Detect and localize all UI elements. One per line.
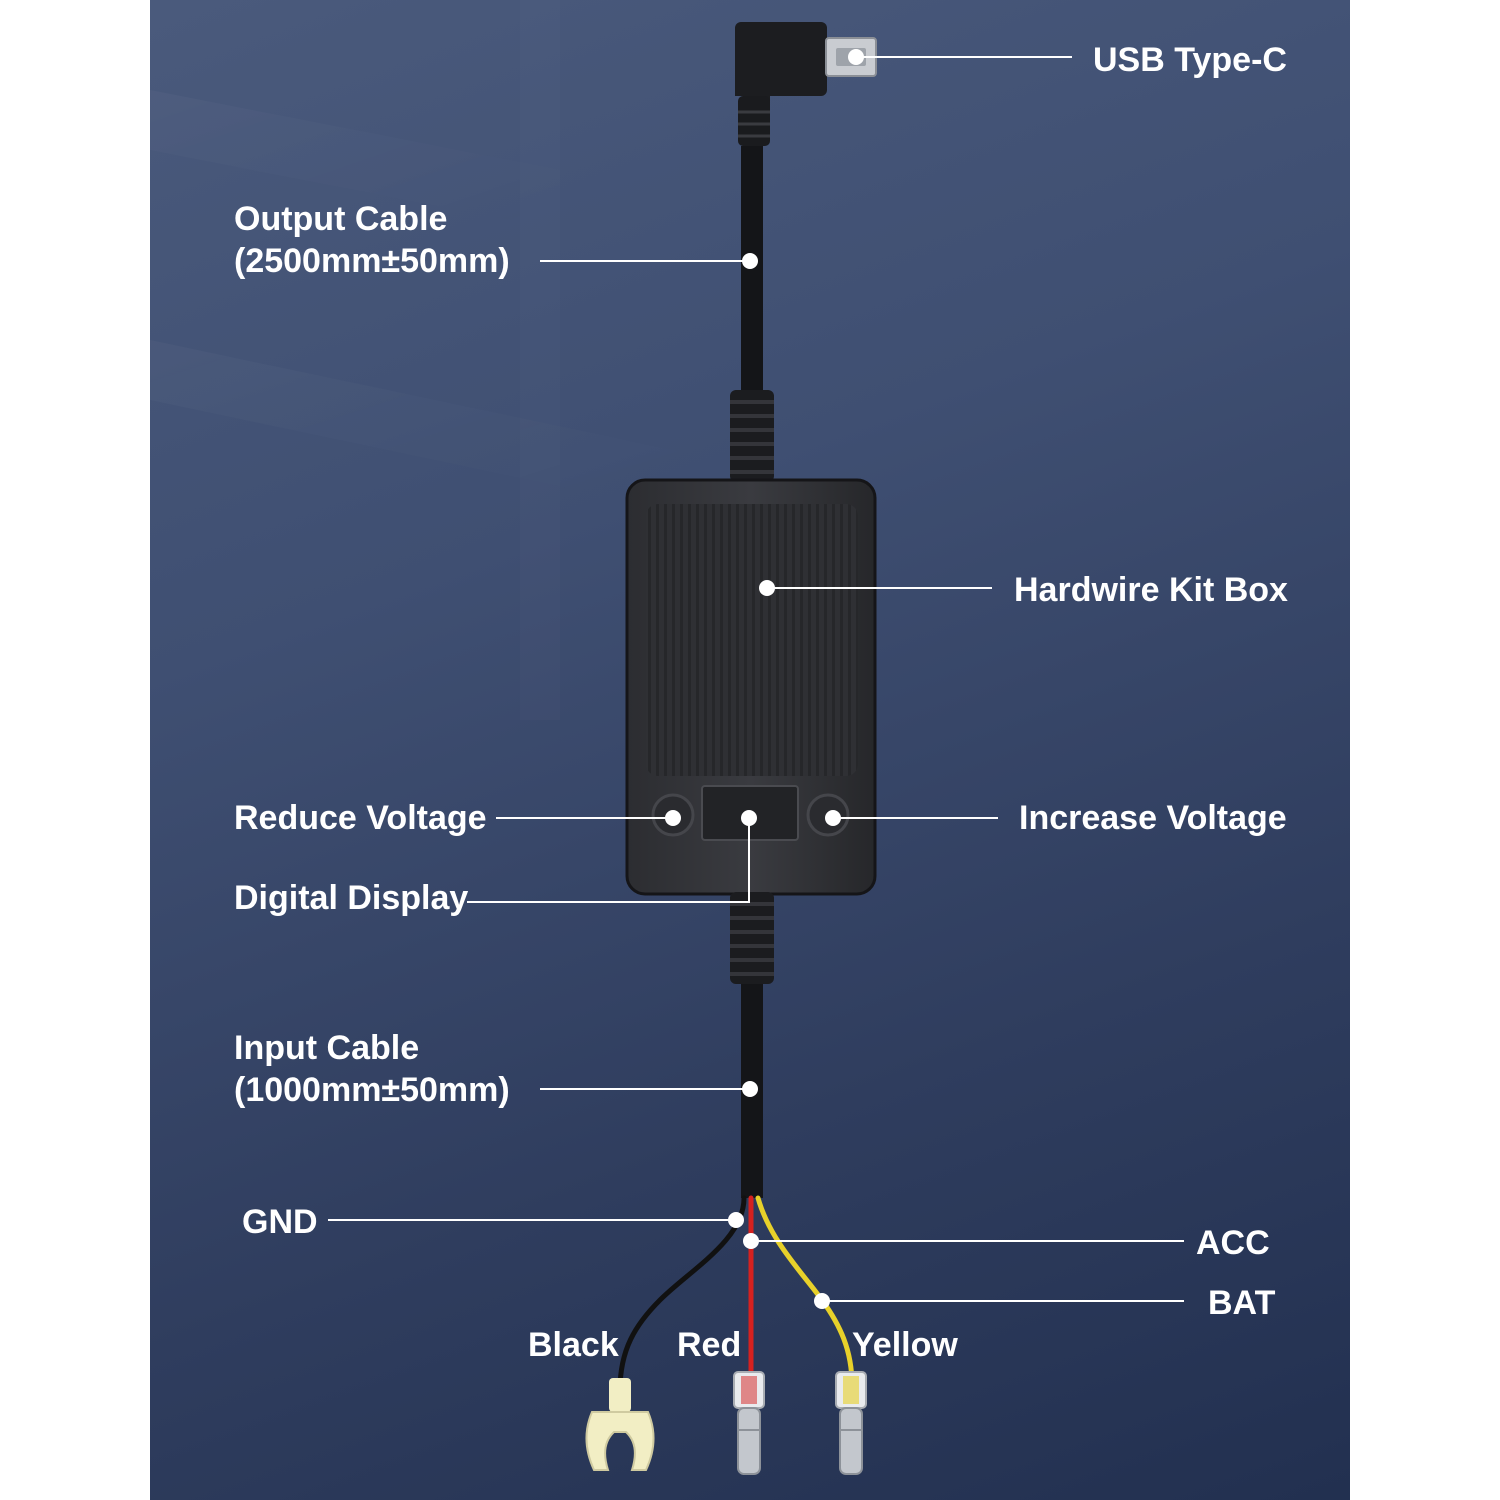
label-input-cable-length: (1000mm±50mm) [234,1071,510,1109]
label-reduce-voltage: Reduce Voltage [234,799,487,837]
usb-c-connector [735,22,877,146]
black-wire [617,1195,747,1393]
hardwire-kit-box [625,478,877,896]
label-bat: BAT [1208,1284,1276,1322]
diagram-stage: USB Type-C Output Cable (2500mm±50mm) Ha… [150,0,1350,1500]
leader-digital-display [467,818,750,903]
dot-input-cable [742,1081,758,1097]
label-gnd: GND [242,1203,318,1241]
dot-bat [814,1293,830,1309]
fork-terminal [585,1378,655,1471]
label-black: Black [528,1326,619,1364]
dot-hardwire-kit-box [759,580,775,596]
label-yellow: Yellow [852,1326,958,1364]
bullet-connector-red [733,1371,765,1475]
strain-relief-top [730,390,774,482]
label-acc: ACC [1196,1224,1270,1262]
yellow-wire [755,1195,855,1388]
dot-acc [743,1233,759,1249]
dot-usb-type-c [848,49,864,65]
label-output-cable: Output Cable [234,200,447,238]
label-increase-voltage: Increase Voltage [1019,799,1287,837]
dot-gnd [728,1212,744,1228]
label-usb-type-c: USB Type-C [1093,41,1287,79]
hardwire-kit-diagram: USB Type-C Output Cable (2500mm±50mm) Ha… [150,22,1288,1475]
leader-lines [328,49,1184,1309]
dot-reduce-voltage [665,810,681,826]
label-digital-display: Digital Display [234,879,468,917]
background-light [150,90,720,520]
dot-output-cable [742,253,758,269]
dot-digital-display [741,810,757,826]
label-hardwire-kit-box: Hardwire Kit Box [1014,571,1288,609]
labels: USB Type-C Output Cable (2500mm±50mm) Ha… [234,41,1288,1364]
output-cable [741,146,763,396]
label-red: Red [677,1326,741,1364]
label-input-cable: Input Cable [234,1029,419,1067]
bullet-connector-yellow [835,1371,867,1475]
label-output-cable-length: (2500mm±50mm) [234,242,510,280]
strain-relief-bottom [730,892,774,984]
dot-increase-voltage [825,810,841,826]
